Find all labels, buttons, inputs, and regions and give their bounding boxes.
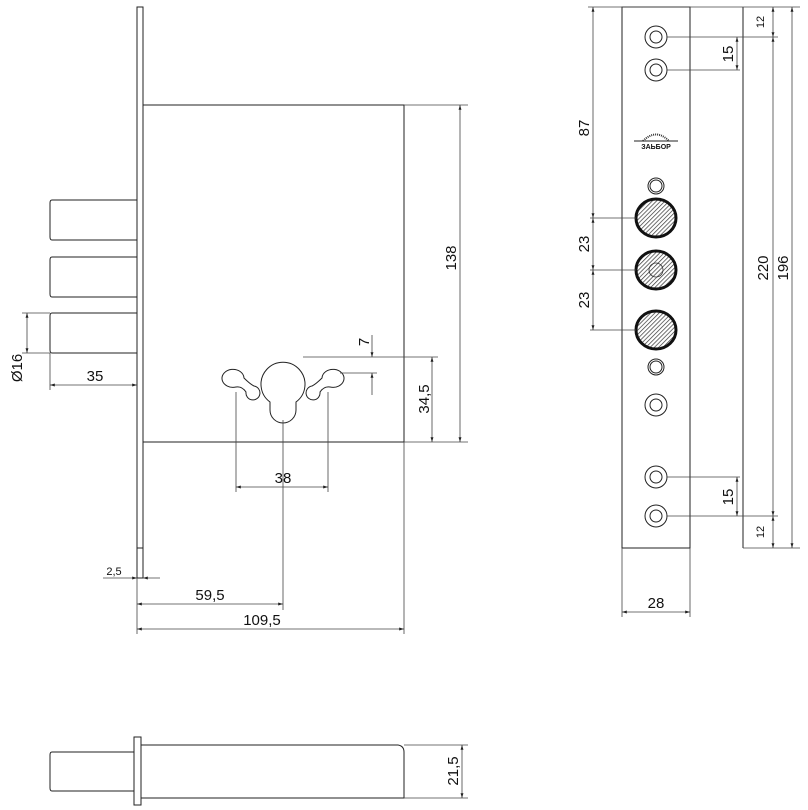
- brand-logo: ЗАЬБОР: [634, 133, 678, 151]
- dim-15-bottom: 15: [720, 489, 737, 506]
- dim-12-top: 12: [755, 16, 767, 28]
- dim-15-top: 15: [720, 46, 737, 63]
- dim-87: 87: [576, 120, 593, 137]
- left-lobe: [221, 368, 261, 401]
- svg-text:ЗАЬБОР: ЗАЬБОР: [641, 144, 671, 151]
- bolt-holes: [634, 197, 678, 351]
- dim-196: 196: [775, 255, 792, 280]
- faceplate: [136, 6, 144, 579]
- faceplate-view: ЗАЬБОР 87 23 23 15 15 12 220 12 196 28: [576, 6, 800, 617]
- dim-23-a: 23: [576, 236, 593, 253]
- bolts: [49, 199, 137, 354]
- dim-138: 138: [443, 245, 460, 270]
- right-lobe: [305, 368, 345, 401]
- dim-21-5: 21,5: [445, 756, 462, 785]
- front-view: 138 34,5 7 38 59,5 109,5 2,5 35 Ø16: [9, 6, 468, 634]
- dim-2-5: 2,5: [106, 566, 121, 578]
- dim-28: 28: [648, 595, 665, 612]
- dim-109-5: 109,5: [243, 612, 281, 629]
- dim-7: 7: [356, 338, 373, 346]
- dim-34-5: 34,5: [416, 384, 433, 413]
- dim-220: 220: [755, 255, 772, 280]
- dim-12-bottom: 12: [755, 526, 767, 538]
- dim-35: 35: [87, 368, 104, 385]
- dim-23-b: 23: [576, 292, 593, 309]
- cylinder-cutout: [260, 361, 306, 424]
- dim-59-5: 59,5: [195, 587, 224, 604]
- bottom-view: 21,5: [49, 736, 468, 806]
- lock-body: [142, 104, 405, 443]
- dim-diameter-16: Ø16: [9, 354, 26, 382]
